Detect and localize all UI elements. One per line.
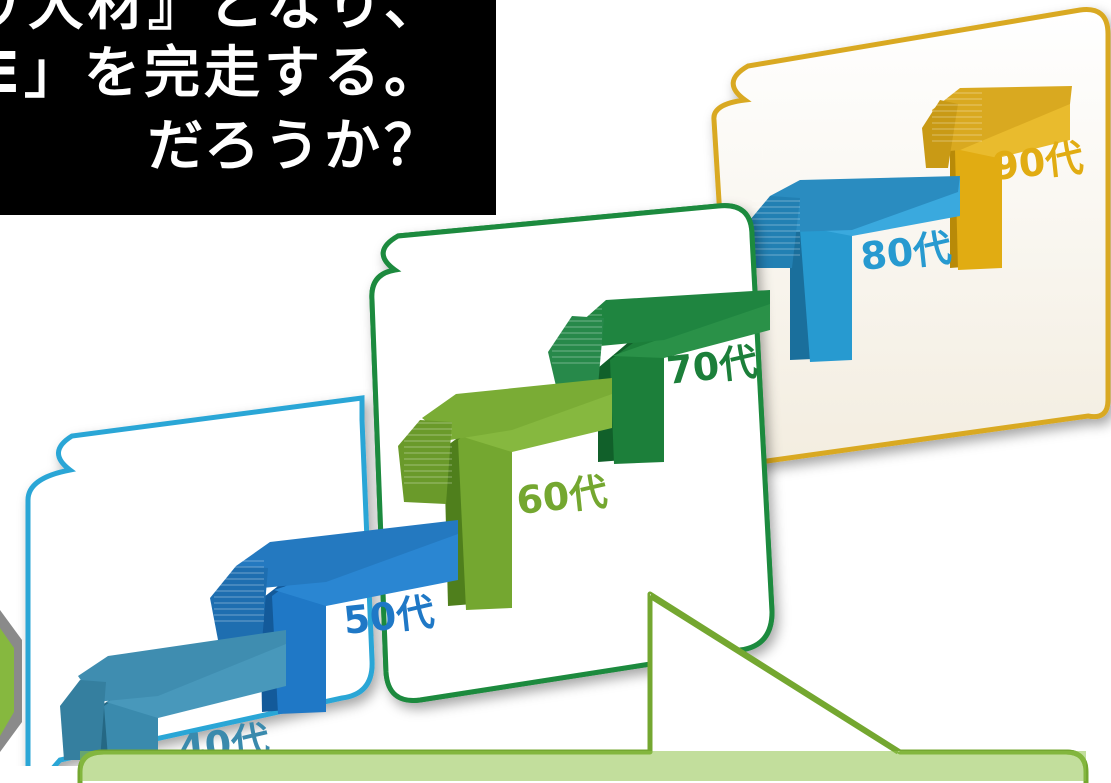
stage-label-80: 80代: [858, 226, 953, 279]
headline-line-3: だろうか？: [147, 114, 444, 179]
step-block-60-70: [398, 290, 770, 610]
headline-banner: ヮ大材』となり、 E」を完走する。 だろうか？: [0, 0, 496, 215]
step-block-80-90: [750, 86, 1072, 362]
stage-label-70: 70代: [664, 340, 759, 393]
headline-line-2: E」を完走する。: [0, 41, 444, 106]
stage-label-50: 50代: [341, 590, 436, 643]
left-arrow-fragment: [0, 610, 22, 752]
stage-label-60: 60代: [514, 470, 609, 523]
stage-label-90: 90代: [990, 136, 1085, 189]
headline-line-1: ヮ大材』となり、: [0, 0, 444, 38]
callout-bubble: [0, 591, 1111, 783]
